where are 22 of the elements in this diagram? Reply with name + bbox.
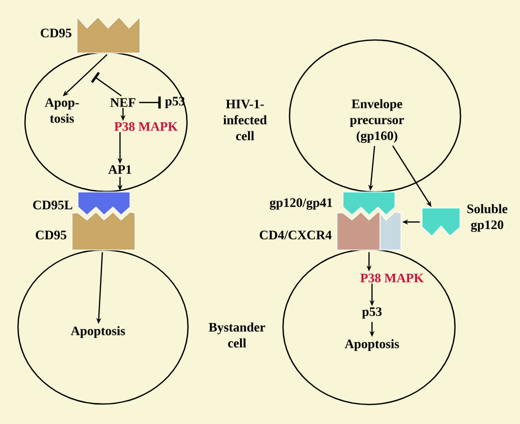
receptor-label: CD95L [33, 200, 72, 210]
pathway-label: Apoptosis [70, 326, 126, 338]
pathway-label: NEF [110, 98, 136, 107]
cell-label: Bystander cell [208, 322, 266, 348]
inhibition-line [139, 96, 161, 108]
pathway-label: AP1 [108, 165, 132, 174]
pathway-label: P38 MAPK [360, 274, 424, 282]
cell-outline [17, 249, 189, 405]
pathway-label: p53 [362, 307, 382, 319]
pathway-label: Apoptosis [344, 339, 400, 351]
cell-outline [24, 52, 188, 192]
cell-label: HIV-1- infected cell [223, 100, 267, 140]
cell-outline [282, 248, 456, 406]
receptor-label: CD95 [36, 230, 66, 240]
receptor-label: Soluble gp120 [467, 204, 508, 232]
pathway-label: Envelope precursor (gp160) [350, 99, 404, 143]
receptor-label: CD4/CXCR4 [260, 230, 332, 240]
receptor-label: CD95 [40, 28, 72, 38]
cell-outline [288, 39, 462, 193]
receptor-label: gp120/gp41 [270, 198, 332, 210]
pathway-label: P38 MAPK [114, 122, 178, 131]
pathway-label: Apop- tosis [44, 98, 79, 123]
